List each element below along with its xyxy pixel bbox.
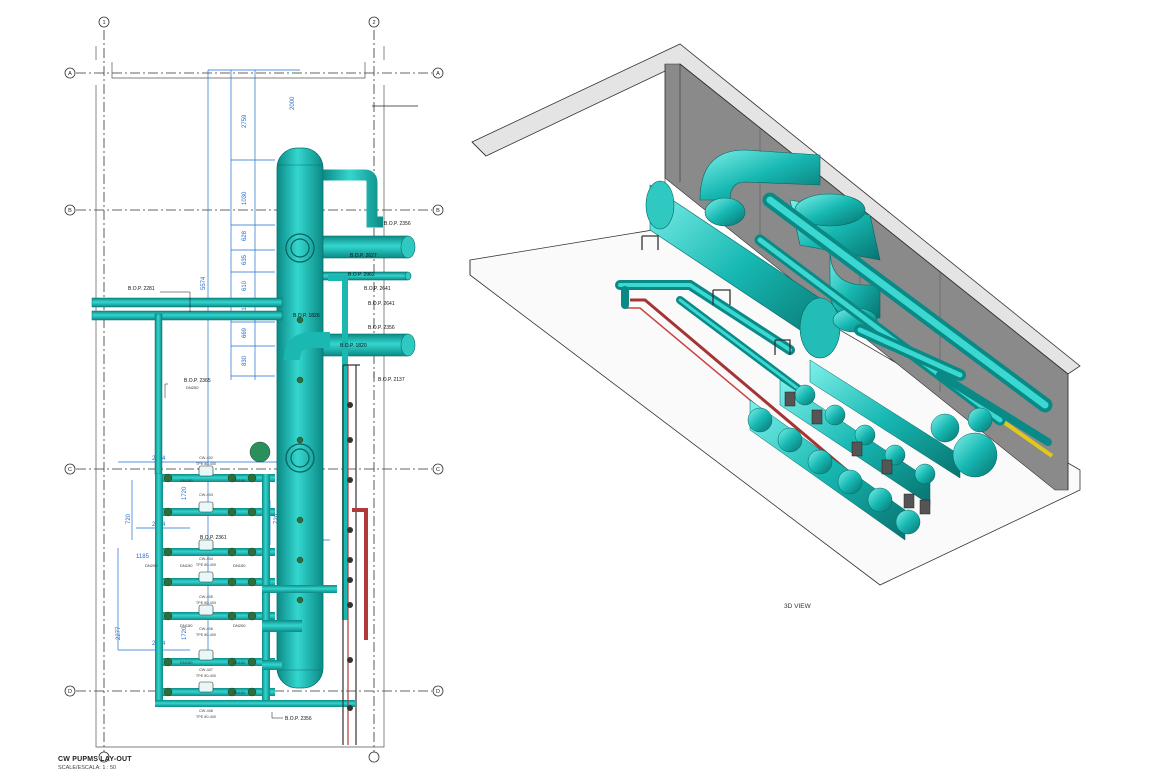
dim-2759: 2759 (242, 114, 248, 128)
iso-long-pipes (615, 192, 1053, 446)
pump-model-1: TPE 80-400 (196, 462, 216, 466)
dim-610b: 610 (242, 303, 248, 314)
size-tag-10: DN150 (233, 660, 246, 665)
grid-bubbles (64, 16, 444, 763)
drain-lines (342, 364, 368, 745)
pump-tag-6: CW-407 (199, 668, 213, 672)
pump-tag-7: CW-408 (199, 709, 213, 713)
callout-leaders (160, 291, 375, 719)
grid-label-1: 1 (102, 20, 105, 26)
dim-628: 628 (242, 230, 248, 241)
dim-5574: 5574 (201, 276, 207, 290)
header-flanges (285, 233, 315, 473)
dim-1720b: 1720 (182, 626, 188, 640)
dim-635: 635 (242, 254, 248, 265)
pump-tag-1: CW-402 (199, 456, 213, 460)
callout-bop-2641b: B.O.P. 2641 (368, 301, 395, 307)
size-tag-3: DN150 (233, 478, 246, 483)
isometric-view (469, 43, 1081, 586)
dim-669: 669 (242, 327, 248, 338)
callout-bop-2356-top: B.O.P. 2356 (384, 221, 411, 227)
dim-1720a: 1720 (182, 486, 188, 500)
dim-610a: 610 (242, 280, 248, 291)
pump-model-5: TPE 80-400 (196, 633, 216, 637)
pump-manifolds (155, 474, 355, 707)
iso-header (645, 180, 841, 359)
drain-valves (347, 402, 353, 711)
room-walls (95, 46, 418, 748)
dim-830: 830 (242, 355, 248, 366)
dim-1030: 1030 (242, 191, 248, 205)
pump-tag-4: CW-405 (199, 595, 213, 599)
pump-tag-5: CW-406 (199, 627, 213, 631)
pump-model-6: TPE 80-400 (196, 674, 216, 678)
grid-bubble-labels: A A B B C C D D 1 2 (68, 20, 440, 695)
callout-bop-1820: B.O.P. 1820 (340, 343, 367, 349)
grid-label-d-right: D (436, 689, 440, 695)
callout-bop-2627: B.O.P. 2627 (350, 253, 377, 259)
main-header-pipe (276, 147, 324, 689)
grid-label-d: D (68, 689, 72, 695)
view-3d-label: 3D VIEW (784, 603, 811, 610)
plan-view: A A B B C C D D 1 2 (64, 16, 444, 763)
pump-model-7: TPE 80-400 (196, 715, 216, 719)
pump-model-3: TPE 80-400 (196, 563, 216, 567)
pump-tag-3: CW-404 (199, 557, 213, 561)
callout-bop-1826: B.O.P. 1826 (293, 313, 320, 319)
size-tag-7: DN150 (180, 623, 193, 628)
iso-elbows (699, 149, 881, 333)
dim-720a: 720 (126, 513, 132, 524)
size-tag-8: DN200 (233, 623, 246, 628)
size-tag-11: DN150 (233, 690, 246, 695)
drawing-title: CW PUPMS LAY-OUT (58, 756, 132, 763)
supply-pipe-horizontal (91, 297, 283, 475)
grid-label-b-right: B (436, 208, 440, 214)
callout-bop-2356-bottom: B.O.P. 2356 (285, 716, 312, 722)
dim-1185: 1185 (136, 554, 150, 560)
dimension-texts: 2000 2759 1030 628 635 610 610 669 830 5… (116, 96, 314, 647)
drawing-scale: SCALE/ESCALA: 1 : 50 (58, 765, 117, 771)
callout-bop-2281: B.O.P. 2281 (128, 286, 155, 292)
pump-tags: CW-402 CW-403 CW-404 CW-405 CW-406 CW-40… (196, 456, 216, 719)
grid-label-a-right: A (436, 71, 440, 77)
grid-label-2: 2 (372, 20, 375, 26)
callout-bop-2361: B.O.P. 2361 (200, 535, 227, 541)
pump-model-4: TPE 80-400 (196, 601, 216, 605)
grid-lines (76, 30, 432, 752)
bop-callouts: B.O.P. 2356 B.O.P. 2627 B.O.P. 2962 B.O.… (128, 221, 411, 722)
size-tag-6: DN150 (233, 563, 246, 568)
size-tag-4: DN200 (145, 563, 158, 568)
pump-tag-2: CW-403 (199, 493, 213, 497)
pipe-size-tags: DN250 DN150 DN150 DN200 DN150 DN150 DN15… (145, 385, 246, 695)
size-tag-5: DN150 (180, 563, 193, 568)
callout-bop-2137: B.O.P. 2137 (378, 377, 405, 383)
size-tag-1: DN250 (186, 385, 199, 390)
header-branches (284, 169, 416, 620)
grid-label-c: C (68, 467, 72, 473)
size-tag-2: DN150 (180, 478, 193, 483)
dim-2000: 2000 (290, 96, 296, 110)
callout-bop-2641a: B.O.P. 2641 (364, 286, 391, 292)
grid-label-b: B (68, 208, 72, 214)
grid-label-c-right: C (436, 467, 440, 473)
iso-motors (784, 391, 931, 515)
iso-supports (641, 235, 791, 355)
size-tag-9: DN150 (180, 660, 193, 665)
red-cable (630, 298, 883, 502)
callout-bop-2365: B.O.P. 2365 (184, 378, 211, 384)
callout-bop-2356: B.O.P. 2356 (368, 325, 395, 331)
pump-units (198, 465, 214, 693)
valves (163, 316, 304, 697)
callout-bop-2962: B.O.P. 2962 (348, 272, 375, 278)
grid-label-a: A (68, 71, 72, 77)
dim-2277: 2277 (116, 626, 122, 640)
